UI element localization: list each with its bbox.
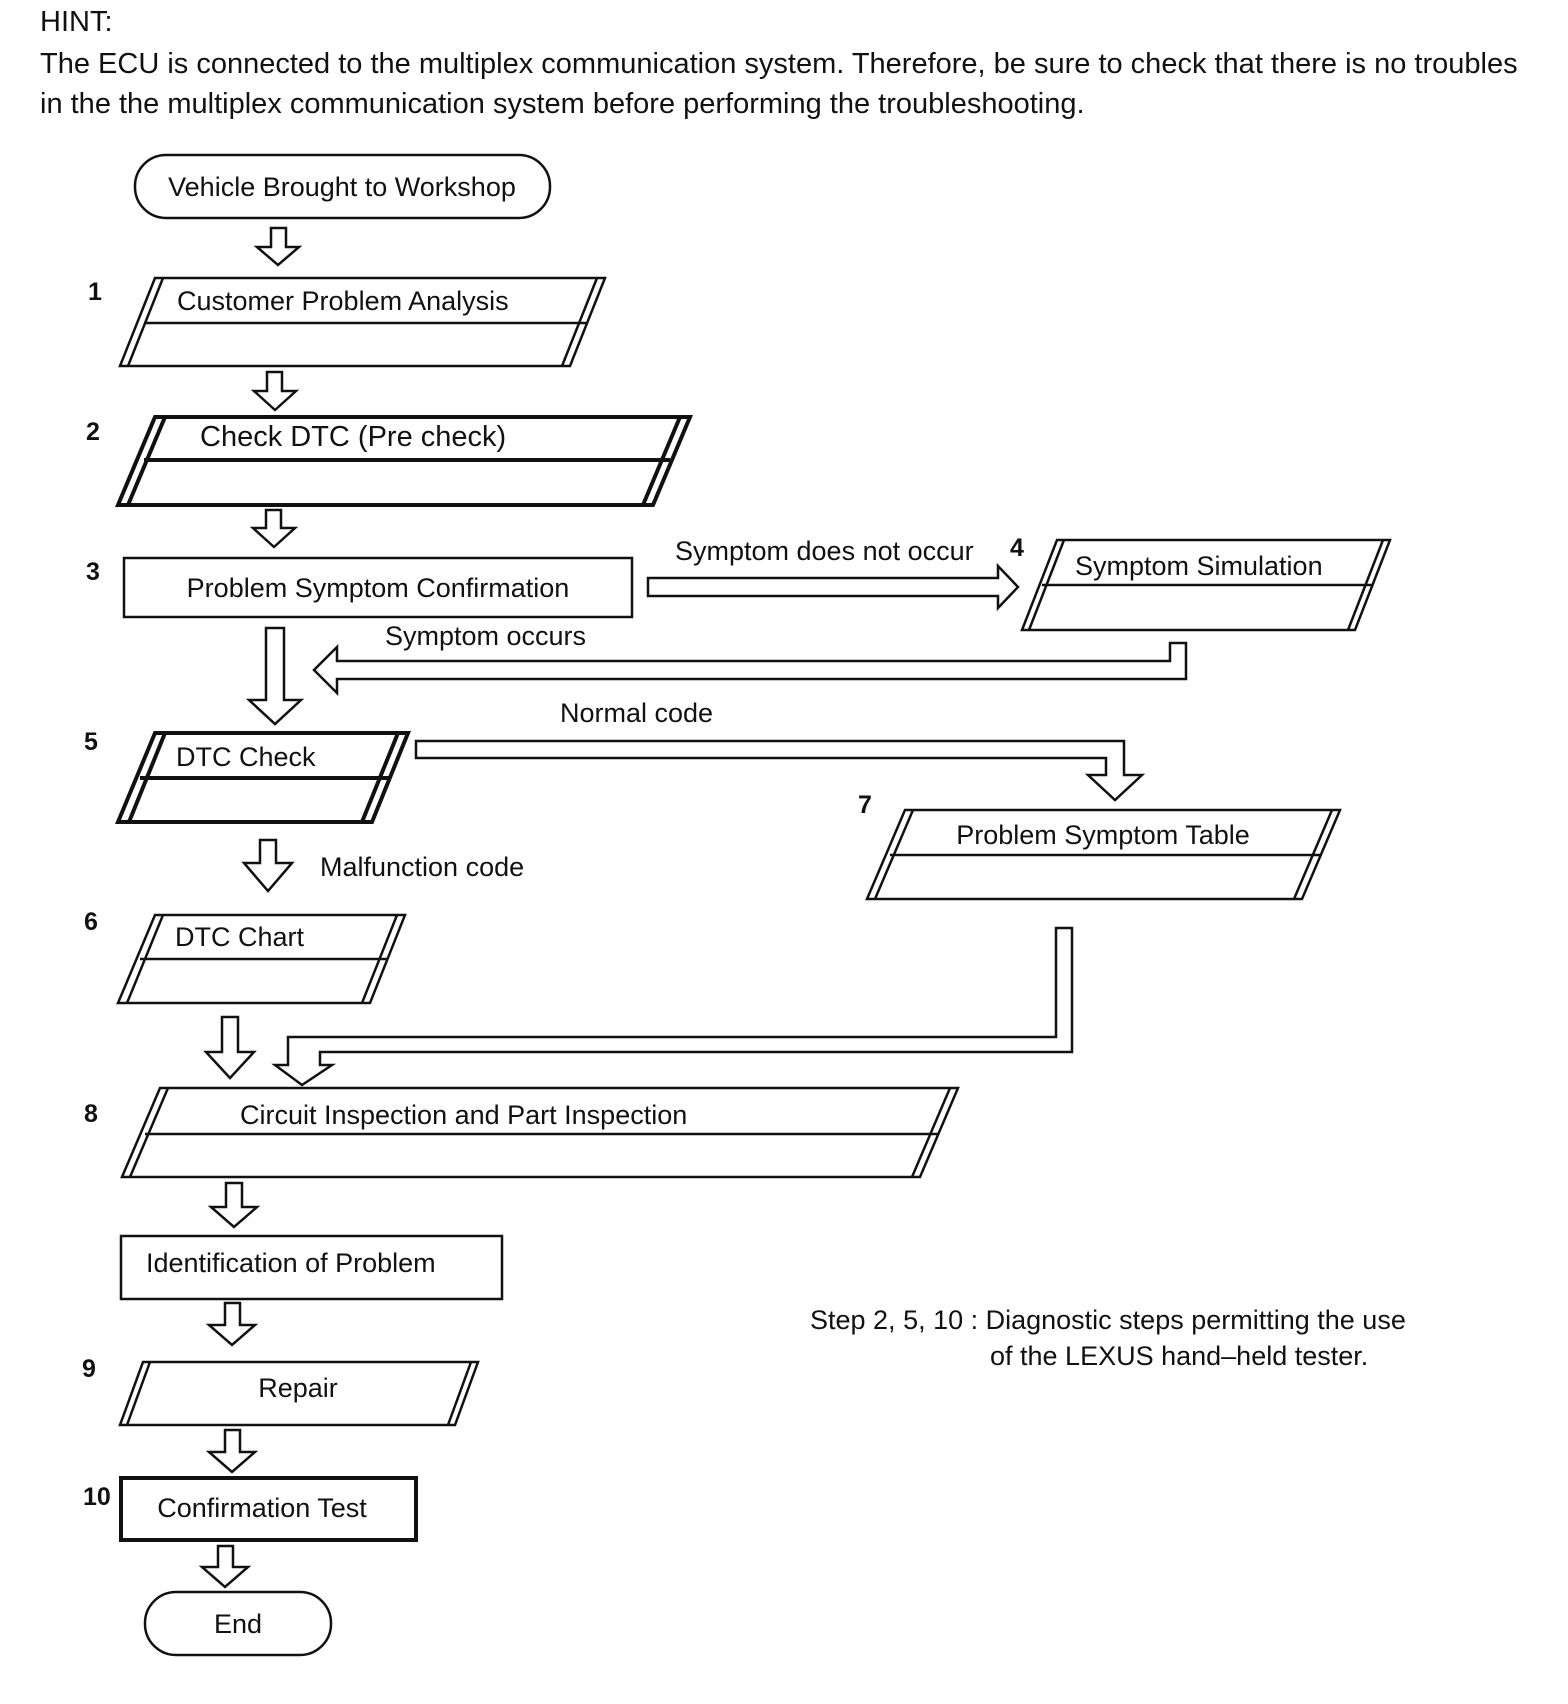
arrow-identification-to-9	[205, 1301, 259, 1347]
step-8-box	[120, 1086, 960, 1179]
step-7-box	[865, 808, 1342, 901]
end-label: End	[214, 1609, 262, 1639]
step-3-box	[122, 556, 634, 619]
arrow-10-to-end	[198, 1544, 252, 1589]
step-6-number: 6	[84, 908, 98, 936]
step-4-box	[1020, 538, 1392, 632]
tester-note-line-1: Step 2, 5, 10 : Diagnostic steps permitt…	[810, 1305, 1406, 1335]
step-1-number: 1	[88, 278, 102, 306]
step-2-box	[114, 415, 694, 507]
start-label: Vehicle Brought to Workshop	[168, 172, 516, 202]
hint-title: HINT:	[40, 6, 113, 38]
arrow-3-to-4	[646, 562, 1020, 612]
step-9-label: Repair	[258, 1373, 338, 1403]
step-1-label: Customer Problem Analysis	[177, 286, 509, 316]
step-5-number: 5	[84, 728, 98, 756]
arrow-7-to-8	[271, 926, 1074, 1087]
tester-note-line-2: of the LEXUS hand–held tester.	[990, 1341, 1369, 1371]
step-4-number: 4	[1010, 534, 1024, 562]
arrow-2-to-3	[249, 508, 299, 549]
hint-text: The ECU is connected to the multiplex co…	[40, 48, 1518, 120]
step-7-number: 7	[858, 791, 872, 819]
arrow-8-to-identification	[207, 1181, 261, 1229]
arrow-3-to-5	[245, 626, 305, 726]
step-9-number: 9	[82, 1355, 96, 1383]
start-terminal	[133, 153, 552, 220]
step-6-box	[116, 913, 407, 1005]
arrow-9-to-10	[205, 1428, 259, 1474]
step-1-box	[118, 276, 607, 368]
arrow-1-to-2	[250, 370, 300, 412]
arrow-5-to-6	[241, 838, 295, 893]
edge-label-not-occur: Symptom does not occur	[675, 536, 974, 566]
step-10-number: 10	[83, 1483, 111, 1511]
step-9-box	[118, 1360, 480, 1427]
step-4-label: Symptom Simulation	[1075, 551, 1323, 581]
step-5-label: DTC Check	[176, 742, 316, 772]
identification-box	[119, 1234, 504, 1301]
step-10-box	[119, 1476, 418, 1542]
step-8-label: Circuit Inspection and Part Inspection	[240, 1100, 687, 1130]
step-2-label: Check DTC (Pre check)	[200, 421, 506, 453]
step-3-number: 3	[86, 558, 100, 586]
step-2-number: 2	[86, 418, 100, 446]
tester-note: Step 2, 5, 10 : Diagnostic steps permitt…	[810, 1302, 1406, 1374]
arrow-4-to-main	[312, 641, 1188, 697]
edge-label-normal-code: Normal code	[560, 698, 713, 728]
step-8-number: 8	[84, 1100, 98, 1128]
step-10-label: Confirmation Test	[157, 1493, 367, 1523]
arrow-5-to-7	[414, 739, 1146, 802]
step-7-label: Problem Symptom Table	[956, 820, 1250, 850]
step-5-box	[115, 731, 411, 824]
step-3-label: Problem Symptom Confirmation	[187, 573, 570, 603]
step-6-label: DTC Chart	[175, 922, 305, 952]
identification-label: Identification of Problem	[146, 1248, 436, 1278]
arrow-start-to-1	[253, 226, 303, 267]
end-terminal	[143, 1590, 333, 1657]
edge-label-malfunction-code: Malfunction code	[320, 852, 524, 882]
arrow-6-to-8	[203, 1015, 257, 1080]
edge-label-occurs: Symptom occurs	[385, 621, 586, 651]
